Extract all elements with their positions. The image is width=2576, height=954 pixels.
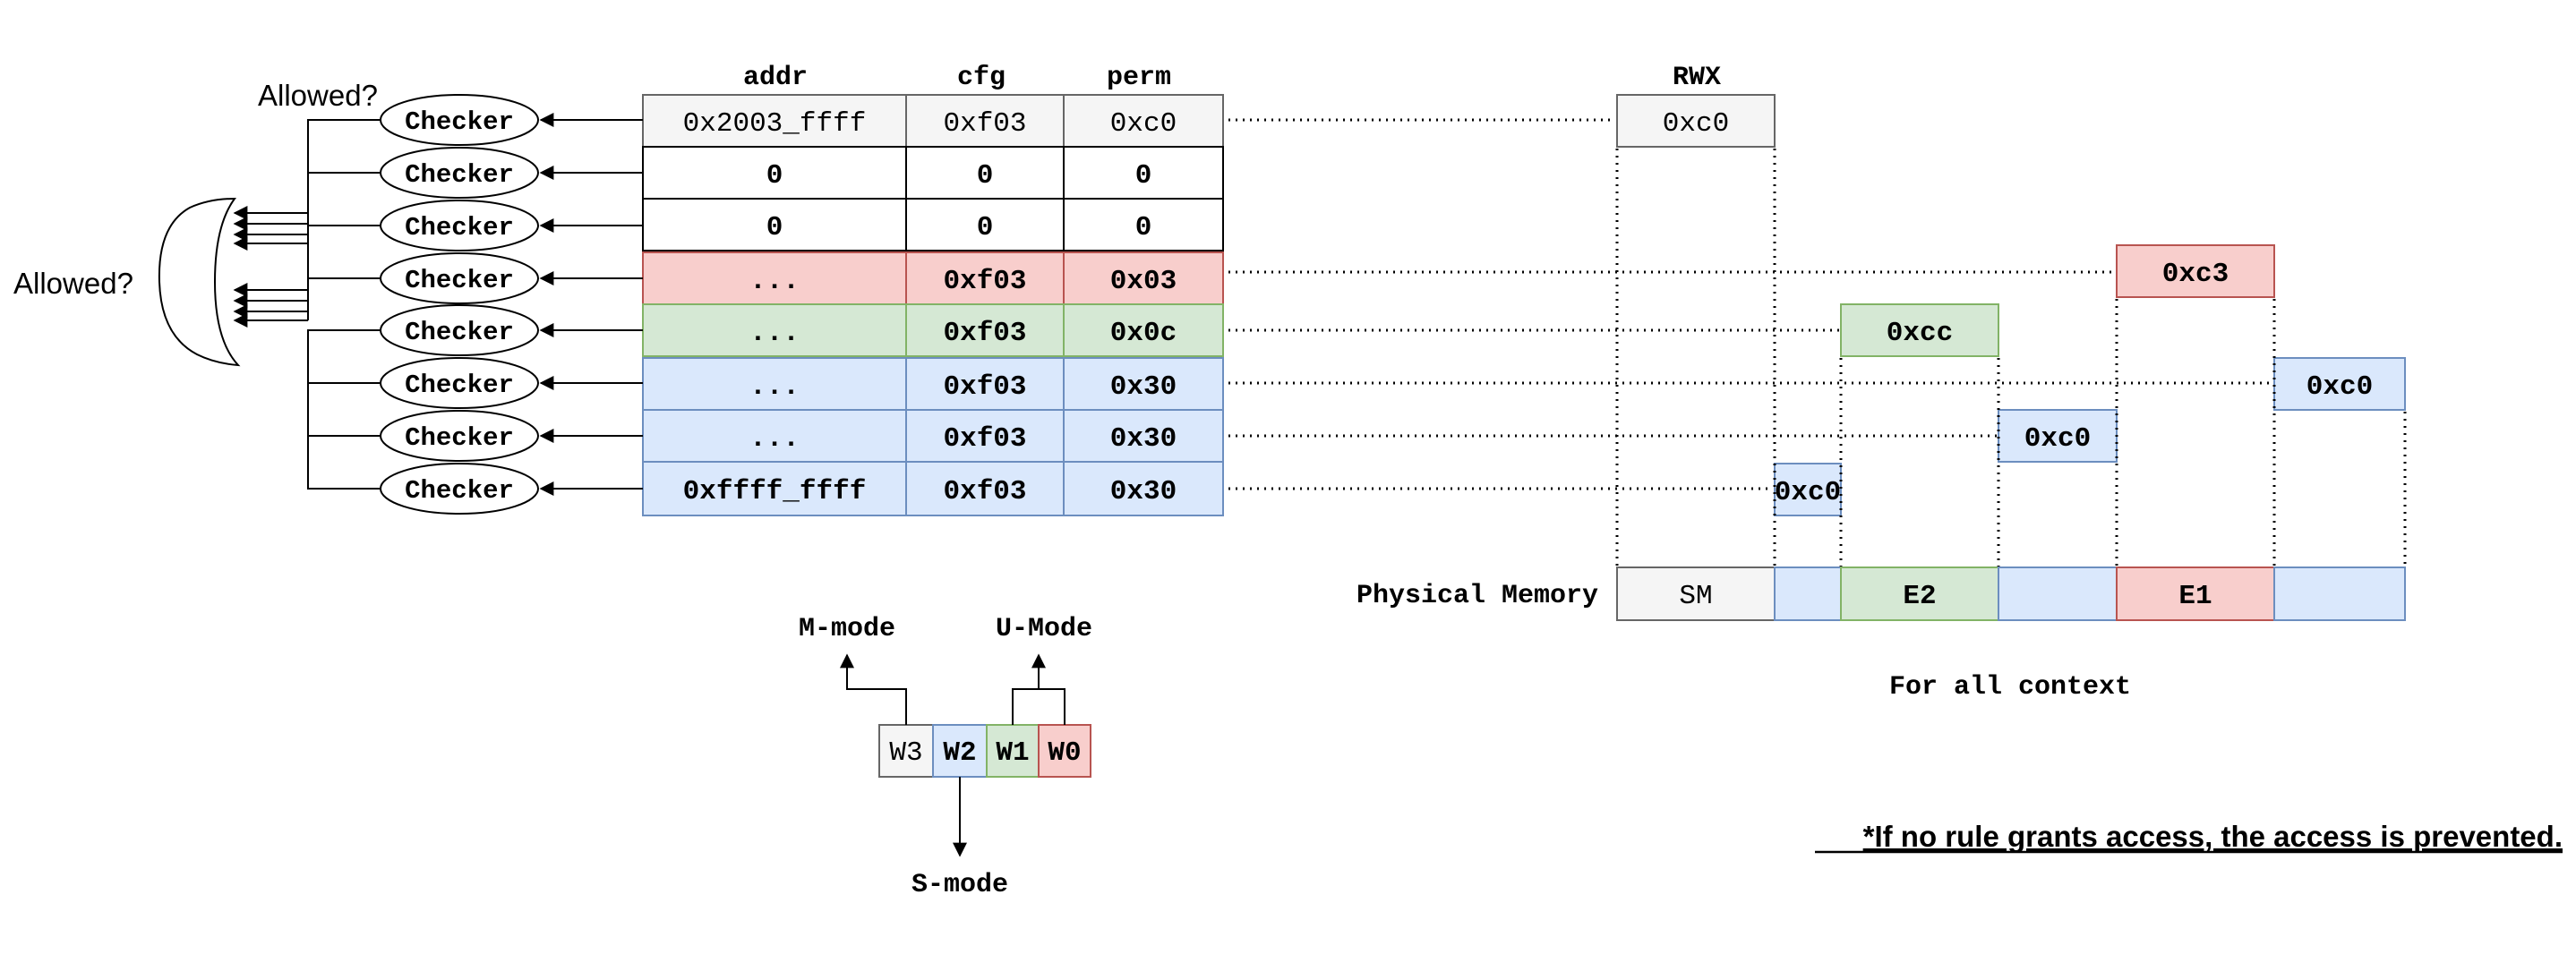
rwx-sm: 0xc0 — [1616, 94, 1776, 148]
checker-label: Checker — [405, 318, 514, 347]
rwx-u-mid: 0xc0 — [1998, 409, 2118, 463]
rwx-e2: 0xcc — [1840, 303, 1999, 357]
w0-label: W0 — [1048, 737, 1081, 769]
checker: Checker — [380, 200, 643, 251]
header-cfg: cfg — [957, 63, 1006, 93]
table-row: ... 0xf03 0x30 — [642, 357, 1224, 411]
checker-label: Checker — [405, 423, 514, 453]
table-row: 0xffff_ffff 0xf03 0x30 — [642, 461, 1224, 516]
cell-perm: 0 — [1135, 212, 1152, 243]
table-row: 0x2003_ffff 0xf03 0xc0 — [642, 94, 1224, 148]
memory-e2: E2 — [1903, 581, 1936, 612]
cell-addr: ... — [749, 266, 800, 297]
cell-cfg: 0xf03 — [943, 476, 1026, 507]
cell-perm: 0xc0 — [1110, 108, 1177, 140]
w1-label: W1 — [996, 737, 1029, 769]
cell-perm: 0x30 — [1110, 371, 1177, 403]
for-all-context-label: For all context — [1889, 672, 2131, 703]
s-mode-label: S-mode — [911, 870, 1008, 900]
checker: Checker — [380, 304, 643, 356]
rwx-u-left: 0xc0 — [1774, 463, 1842, 516]
physical-memory-label: Physical Memory — [1356, 581, 1598, 611]
checker: Checker — [380, 410, 643, 462]
header-addr: addr — [743, 63, 808, 93]
allowed-left-label: Allowed? — [13, 267, 133, 300]
checker: Checker — [380, 147, 643, 199]
header-perm: perm — [1107, 63, 1171, 93]
cell-perm: 0x0c — [1110, 318, 1177, 349]
checker: Checker — [380, 357, 643, 409]
checker: Checker — [380, 463, 643, 515]
table-row: ... 0xf03 0x03 — [642, 251, 1224, 305]
checker-label: Checker — [405, 266, 514, 295]
cell-addr: 0x2003_ffff — [683, 108, 867, 140]
footnote: *If no rule grants access, the access is… — [1863, 820, 2563, 853]
u-mode-label: U-Mode — [996, 614, 1092, 644]
cell-perm: 0x30 — [1110, 423, 1177, 455]
checker-label: Checker — [405, 476, 514, 506]
w3-label: W3 — [889, 737, 922, 769]
cell-addr: 0xffff_ffff — [683, 476, 867, 507]
rwx-sm-value: 0xc0 — [1663, 108, 1729, 140]
checker: Checker — [380, 94, 643, 146]
cell-cfg: 0xf03 — [943, 318, 1026, 349]
rwx-u-right-value: 0xc0 — [2306, 371, 2373, 403]
checker-label: Checker — [405, 371, 514, 400]
cell-cfg: 0xf03 — [943, 266, 1026, 297]
physical-memory-bar: SM E2 E1 — [1616, 566, 2406, 621]
cell-addr: ... — [749, 318, 800, 349]
checker-label: Checker — [405, 213, 514, 243]
table-row: ... 0xf03 0x30 — [642, 409, 1224, 463]
cell-perm: 0 — [1135, 160, 1152, 192]
cell-cfg: 0 — [977, 160, 994, 192]
rwx-u-right: 0xc0 — [2273, 357, 2406, 411]
rwx-header: RWX — [1673, 63, 1721, 93]
cell-addr: 0 — [766, 212, 783, 243]
cell-perm: 0x30 — [1110, 476, 1177, 507]
table-row: 0 0 0 — [642, 198, 1224, 251]
mode-map: W3 W2 W1 W0 M-mode U-Mode S-mode — [799, 614, 1092, 900]
cell-perm: 0x03 — [1110, 266, 1177, 297]
dotted-connectors — [1228, 118, 2407, 567]
memory-e1: E1 — [2178, 581, 2212, 612]
cell-cfg: 0xf03 — [943, 108, 1026, 140]
checker-label: Checker — [405, 107, 514, 137]
rwx-e1-value: 0xc3 — [2162, 259, 2229, 290]
cell-cfg: 0xf03 — [943, 371, 1026, 403]
cell-addr: ... — [749, 423, 800, 455]
table-row: ... 0xf03 0x0c — [642, 303, 1224, 357]
or-gate — [158, 197, 241, 367]
cell-addr: 0 — [766, 160, 783, 192]
allowed-top-label: Allowed? — [258, 79, 378, 112]
rwx-u-left-value: 0xc0 — [1775, 477, 1841, 508]
rwx-e2-value: 0xcc — [1887, 318, 1953, 349]
cell-addr: ... — [749, 371, 800, 403]
checker-group: Checker Checker Checker Checker Checker … — [380, 94, 643, 515]
or-gate-wiring — [233, 119, 381, 490]
checker-label: Checker — [405, 160, 514, 190]
cell-cfg: 0 — [977, 212, 994, 243]
w2-label: W2 — [943, 737, 976, 769]
cell-cfg: 0xf03 — [943, 423, 1026, 455]
checker: Checker — [380, 252, 643, 304]
table-row: 0 0 0 — [642, 146, 1224, 200]
rwx-e1: 0xc3 — [2116, 244, 2275, 298]
m-mode-label: M-mode — [799, 614, 895, 644]
rwx-u-mid-value: 0xc0 — [2024, 423, 2091, 455]
memory-sm: SM — [1679, 581, 1712, 612]
